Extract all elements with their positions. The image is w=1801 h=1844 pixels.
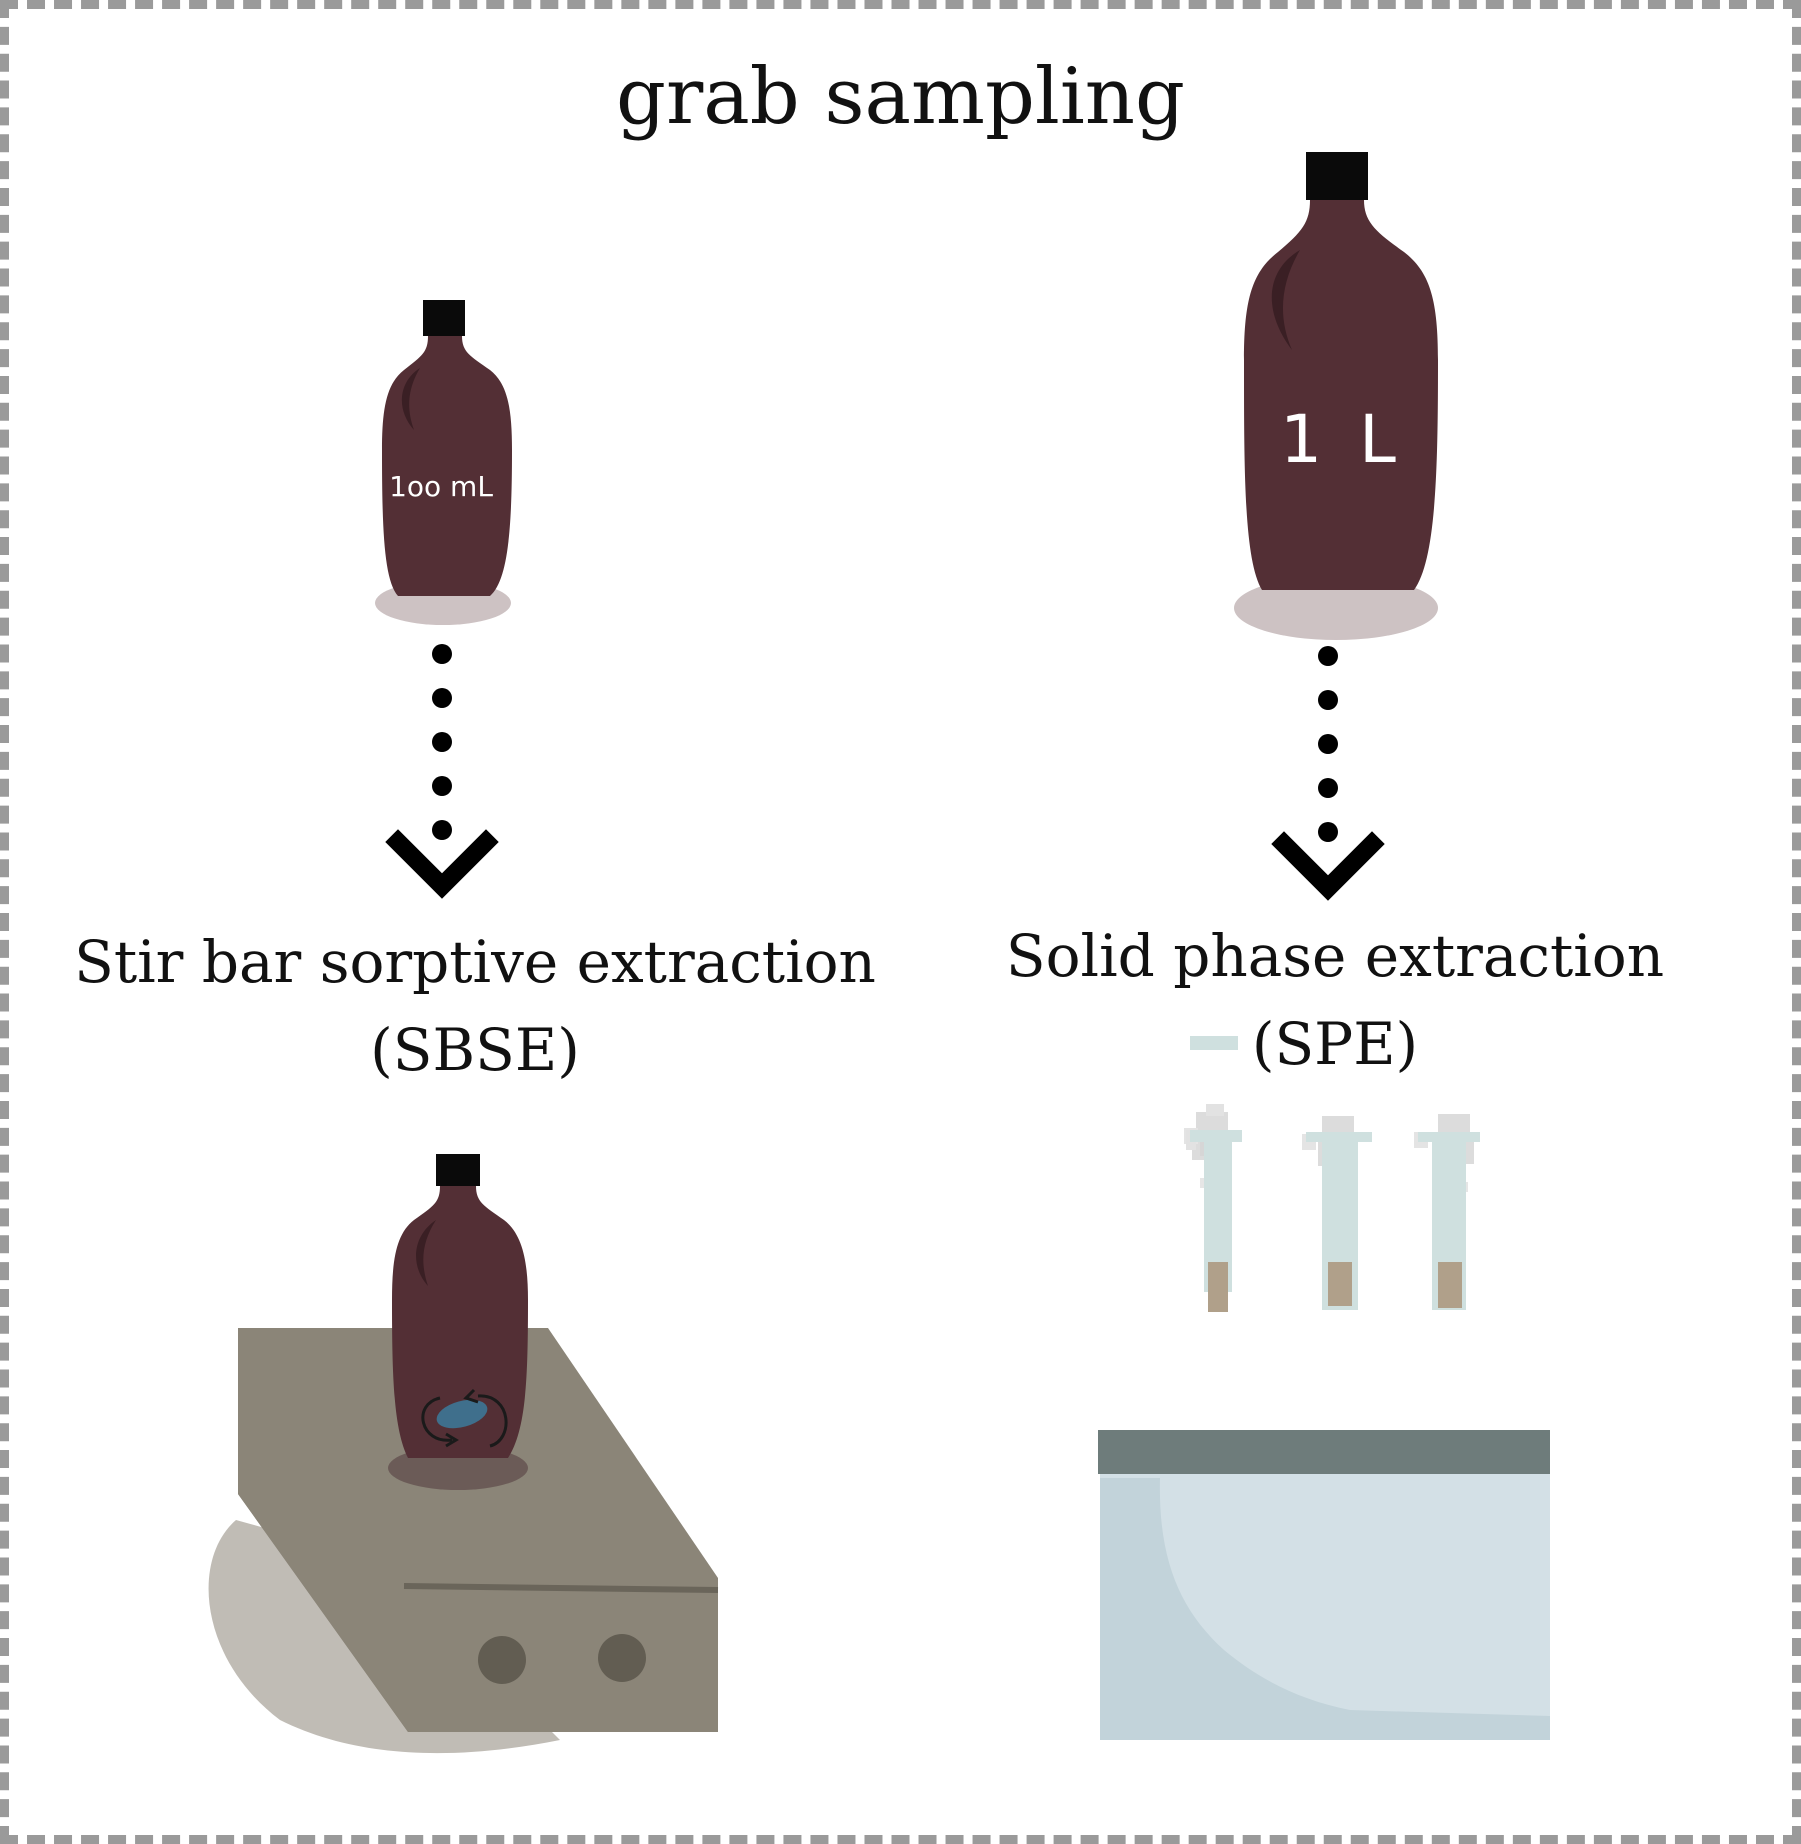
stirrer-body	[238, 1328, 718, 1732]
rotation-arrow-icon	[477, 1394, 508, 1448]
arrow-to-spe	[1271, 646, 1385, 901]
sbse-label: Stir bar sorptive extraction (SBSE)	[60, 918, 890, 1094]
spe-syringe-middle	[1306, 1132, 1372, 1310]
spe-manifold-lid	[1098, 1430, 1550, 1474]
spe-manifold	[1098, 1036, 1550, 1740]
small-bottle-body	[382, 336, 512, 596]
diagram-title: grab sampling	[616, 52, 1185, 142]
spe-name: Solid phase extraction	[1005, 922, 1665, 990]
large-bottle-volume-label: 1 L	[1280, 401, 1404, 478]
stirrer-bottle-cap	[436, 1154, 480, 1186]
spe-syringe-left	[1192, 1132, 1240, 1312]
large-bottle-cap	[1306, 152, 1368, 200]
stirrer-knob	[478, 1636, 526, 1684]
stir-bar-icon	[436, 1399, 488, 1429]
small-bottle: 1oo mL	[375, 300, 512, 625]
small-bottle-volume-label: 1oo mL	[389, 470, 493, 503]
stirrer-panel-line	[403, 1583, 719, 1593]
spe-label: Solid phase extraction (SPE)	[950, 912, 1720, 1088]
arrow-to-sbse	[385, 644, 499, 899]
small-bottle-cap	[423, 300, 465, 336]
magnetic-stirrer	[208, 1154, 719, 1754]
chevron-down-icon	[1271, 831, 1385, 901]
chevron-down-icon	[385, 829, 499, 899]
rotation-arrow-icon	[421, 1396, 453, 1442]
large-bottle-shadow	[1234, 576, 1438, 640]
sbse-name: Stir bar sorptive extraction	[74, 928, 876, 996]
sbse-abbreviation: (SBSE)	[370, 1016, 580, 1084]
spe-abbreviation: (SPE)	[1251, 1010, 1419, 1078]
large-bottle-body	[1244, 200, 1438, 590]
large-bottle-glare	[1271, 250, 1300, 350]
spe-syringe-right	[1418, 1132, 1480, 1310]
stirrer-bottle-body	[392, 1186, 528, 1458]
small-bottle-glare	[401, 368, 420, 430]
spe-tank-shading	[1100, 1478, 1550, 1740]
large-bottle: 1 L	[1234, 152, 1438, 640]
stirrer-bottle-glare	[416, 1220, 436, 1286]
stirrer-knob	[598, 1634, 646, 1682]
